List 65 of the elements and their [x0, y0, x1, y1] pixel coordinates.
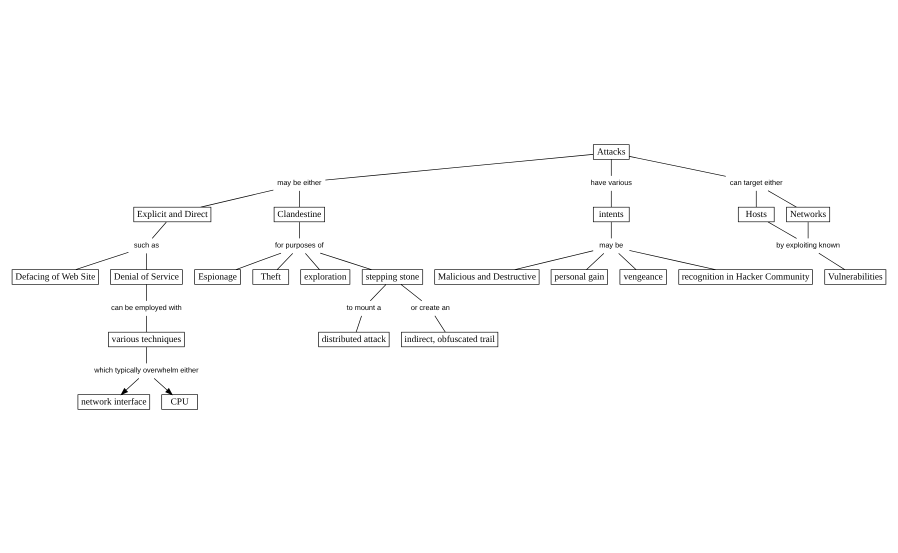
- connector: [768, 190, 797, 207]
- connector: [75, 251, 129, 270]
- connector: [586, 252, 604, 270]
- node-box: network interface: [78, 394, 150, 410]
- connector: [325, 154, 594, 180]
- node-box: vengeance: [620, 268, 667, 284]
- arrow: [120, 378, 140, 395]
- connector: [299, 221, 300, 238]
- connector: [514, 250, 594, 270]
- node-text: such as: [134, 240, 159, 250]
- connector: [146, 346, 147, 364]
- node-box: indirect, obfuscated trail: [401, 331, 498, 347]
- connector: [756, 190, 757, 207]
- node-text: or create an: [410, 302, 450, 312]
- node-box: various techniques: [108, 331, 185, 347]
- node-box: intents: [592, 206, 630, 222]
- connector: [610, 190, 612, 207]
- connector: [320, 252, 372, 270]
- node-box: Clandestine: [274, 206, 325, 222]
- connector: [400, 284, 422, 301]
- connector: [146, 252, 147, 270]
- node-box: exploration: [300, 268, 350, 284]
- connector: [146, 315, 147, 332]
- connector: [370, 284, 386, 301]
- node-text: may be either: [277, 178, 322, 187]
- node-text: which typically overwhelm either: [94, 365, 199, 374]
- connector: [434, 315, 446, 332]
- node-box: Vulnerabilities: [824, 268, 886, 284]
- arrow: [154, 378, 173, 395]
- node-box: Attacks: [592, 144, 630, 160]
- connector: [629, 156, 726, 176]
- connector: [236, 252, 282, 270]
- connector: [146, 284, 147, 301]
- node-text: to mount a: [346, 302, 382, 312]
- node-text: can target either: [730, 178, 783, 187]
- node-box: Hosts: [738, 206, 775, 222]
- connector: [152, 221, 167, 238]
- connector: [610, 158, 612, 176]
- node-box: recognition in Hacker Community: [678, 268, 813, 284]
- node-text: can be employed with: [111, 302, 182, 312]
- node-text: for purposes of: [275, 240, 324, 250]
- node-text: may be: [599, 240, 624, 250]
- node-box: CPU: [161, 394, 198, 410]
- connector: [305, 252, 320, 270]
- connector: [618, 252, 636, 270]
- node-box: Denial of Service: [110, 268, 183, 284]
- connector: [299, 190, 300, 207]
- node-text: have various: [590, 178, 632, 187]
- node-box: stepping stone: [362, 268, 424, 284]
- node-box: distributed attack: [318, 331, 390, 347]
- node-box: Malicious and Destructive: [434, 268, 540, 284]
- connector: [629, 250, 716, 270]
- node-text: by exploiting known: [776, 240, 840, 250]
- node-box: Explicit and Direct: [133, 206, 212, 222]
- connector: [356, 315, 362, 332]
- node-box: Defacing of Web Site: [12, 268, 99, 284]
- connector: [610, 221, 612, 238]
- connector: [818, 252, 845, 270]
- connector: [276, 252, 294, 270]
- node-box: Theft: [252, 268, 290, 284]
- connector: [768, 221, 797, 238]
- node-box: personal gain: [550, 268, 608, 284]
- node-box: Networks: [786, 206, 830, 222]
- node-box: Espionage: [194, 268, 241, 284]
- connector: [200, 189, 274, 207]
